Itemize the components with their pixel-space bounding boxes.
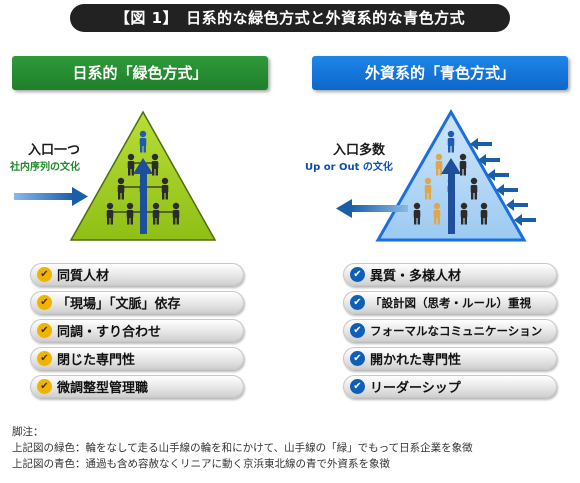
left-trait-item: ✔同調・すり合わせ (30, 319, 244, 342)
right-incoming-arrows (470, 138, 536, 226)
check-icon: ✔ (37, 379, 52, 394)
left-trait-list: ✔同質人材 ✔「現場」「文脈」依存 ✔同調・すり合わせ ✔閉じた専門性 ✔微調整… (30, 263, 244, 403)
pyramid-diagrams (14, 108, 536, 242)
left-trait-item: ✔同質人材 (30, 263, 244, 286)
right-trait-item: ✔異質・多様人材 (343, 263, 557, 286)
left-pyramid (69, 110, 217, 241)
check-icon: ✔ (37, 267, 52, 282)
right-trait-item: ✔「設計図（思考・ルール）重視 (343, 291, 557, 314)
check-icon: ✔ (350, 351, 365, 366)
footnotes: 脚注： 上記図の緑色：輪をなして走る山手線の輪を和にかけて、山手線の「緑」でもっ… (12, 424, 473, 472)
footnote-heading: 脚注： (12, 426, 44, 438)
check-icon: ✔ (37, 295, 52, 310)
left-entry-label: 入口一つ (28, 143, 81, 158)
left-entry-arrow (14, 187, 88, 206)
left-header: 日系的「緑色方式」 (12, 56, 268, 90)
right-trait-item: ✔開かれた専門性 (343, 347, 557, 370)
check-icon: ✔ (37, 351, 52, 366)
figure-title: 【図 1】 日系的な緑色方式と外資系的な青色方式 (70, 4, 510, 32)
right-exit-arrow (336, 199, 408, 218)
check-icon: ✔ (350, 323, 365, 338)
check-icon: ✔ (350, 295, 365, 310)
right-trait-item: ✔リーダーシップ (343, 375, 557, 398)
check-icon: ✔ (37, 323, 52, 338)
right-entry-sub: Up or Out の文化 (305, 162, 393, 173)
left-trait-item: ✔閉じた専門性 (30, 347, 244, 370)
left-trait-item: ✔「現場」「文脈」依存 (30, 291, 244, 314)
left-trait-item: ✔微調整型管理職 (30, 375, 244, 398)
footnote-line-1: 上記図の緑色：輪をなして走る山手線の輪を和にかけて、山手線の「緑」でもって日系企… (12, 442, 473, 454)
right-entry-label: 入口多数 (333, 143, 386, 158)
right-trait-item: ✔フォーマルなコミュニケーション (343, 319, 557, 342)
right-pyramid (375, 108, 527, 242)
check-icon: ✔ (350, 379, 365, 394)
right-header: 外資系的「青色方式」 (312, 56, 568, 90)
right-trait-list: ✔異質・多様人材 ✔「設計図（思考・ルール）重視 ✔フォーマルなコミュニケーショ… (343, 263, 557, 403)
check-icon: ✔ (350, 267, 365, 282)
left-entry-sub: 社内序列の文化 (10, 162, 80, 173)
footnote-line-2: 上記図の青色：通過も含め容赦なくリニアに動く京浜東北線の青で外資系を象徴 (12, 458, 390, 470)
